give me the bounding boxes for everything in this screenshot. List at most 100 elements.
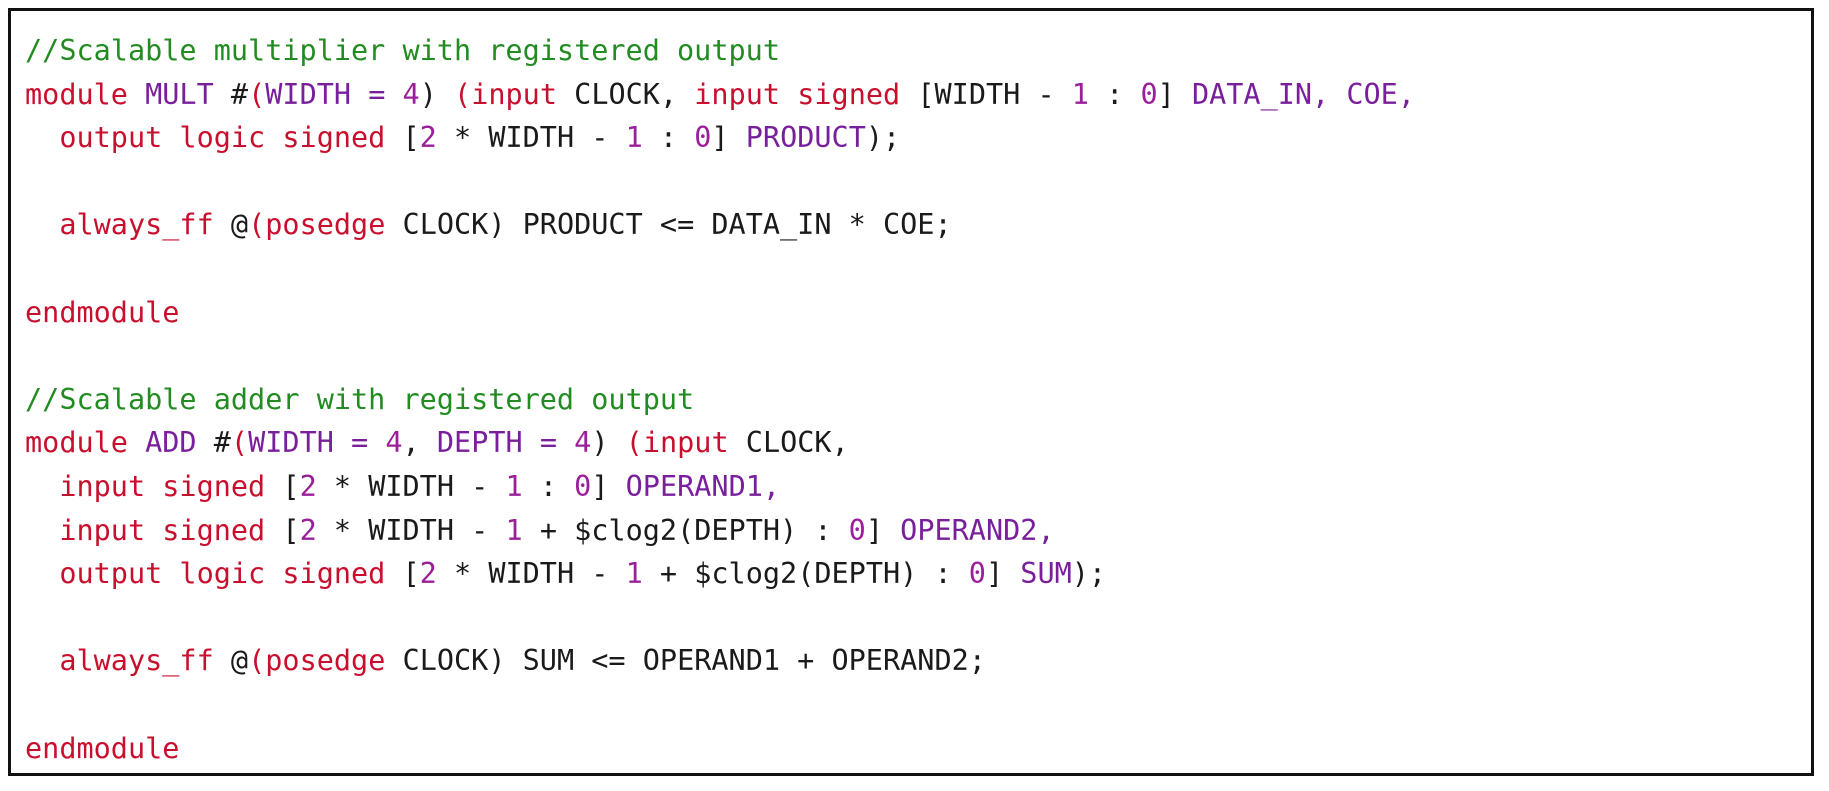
code-token-text: WIDTH - xyxy=(934,77,1072,111)
code-line xyxy=(25,334,1801,378)
code-token-text: @ xyxy=(230,644,249,678)
code-token-text: ] xyxy=(591,469,626,503)
code-token-ident: SUM xyxy=(1020,557,1072,591)
code-token-number: 1 xyxy=(625,121,643,155)
code-token-ident: DEPTH = xyxy=(436,426,575,460)
code-line: always_ff @(posedge CLOCK) SUM <= OPERAN… xyxy=(25,639,1801,683)
code-token-number: 2 xyxy=(419,121,437,155)
code-token-text: [ xyxy=(282,469,300,503)
code-token-number: 2 xyxy=(299,469,317,503)
code-line: always_ff @(posedge CLOCK) PRODUCT <= DA… xyxy=(25,203,1801,247)
code-line: input signed [2 * WIDTH - 1 : 0] OPERAND… xyxy=(25,465,1801,509)
code-token-number: 1 xyxy=(1071,77,1089,111)
code-token-paren: ( xyxy=(454,77,472,111)
code-token-number: 1 xyxy=(505,513,523,547)
code-token-number: 2 xyxy=(419,557,437,591)
code-token-text: * WIDTH - xyxy=(436,121,626,155)
code-line: output logic signed [2 * WIDTH - 1 : 0] … xyxy=(25,116,1801,160)
code-token-comment: //Scalable adder with registered output xyxy=(25,382,695,416)
code-token-keyword: output logic signed xyxy=(25,121,403,155)
code-token-text: * WIDTH - xyxy=(316,513,506,547)
code-token-paren: ( xyxy=(248,644,266,678)
code-token-number: 4 xyxy=(574,426,592,460)
code-token-ident: MULT xyxy=(145,77,231,111)
code-token-keyword: posedge xyxy=(265,208,403,242)
code-token-number: 0 xyxy=(968,557,986,591)
code-line: endmodule xyxy=(25,291,1801,335)
code-token-text: [ xyxy=(402,121,420,155)
code-token-number: 1 xyxy=(505,469,523,503)
code-token-keyword: input xyxy=(642,426,746,460)
code-token-text: CLOCK, xyxy=(745,426,849,460)
code-line xyxy=(25,596,1801,640)
code-token-keyword: input signed xyxy=(25,469,283,503)
code-token-keyword: posedge xyxy=(265,644,403,678)
code-line: module ADD #(WIDTH = 4, DEPTH = 4) (inpu… xyxy=(25,421,1801,465)
code-token-ident: WIDTH = xyxy=(265,77,403,111)
code-token-text: ] xyxy=(865,513,901,547)
code-token-number: 0 xyxy=(1140,77,1158,111)
code-token-text: CLOCK) SUM <= OPERAND1 + OPERAND2; xyxy=(402,644,986,678)
code-token-ident: WIDTH = xyxy=(248,426,386,460)
code-token-keyword: input signed xyxy=(25,513,283,547)
code-token-ident: PRODUCT xyxy=(745,121,866,155)
code-token-text: ] xyxy=(985,557,1021,591)
code-token-text: [ xyxy=(282,513,300,547)
code-token-ident: OPERAND2, xyxy=(900,513,1055,547)
code-token-text: ] xyxy=(711,121,746,155)
code-token-text: ); xyxy=(865,121,901,155)
code-token-text: # xyxy=(213,426,231,460)
code-token-text: : xyxy=(1088,77,1141,111)
code-line: endmodule xyxy=(25,727,1801,771)
code-line xyxy=(25,160,1801,204)
code-token-text: * WIDTH - xyxy=(436,557,626,591)
code-line: output logic signed [2 * WIDTH - 1 + $cl… xyxy=(25,552,1801,596)
code-token-ident: ADD xyxy=(145,426,214,460)
code-line: module MULT #(WIDTH = 4) (input CLOCK, i… xyxy=(25,73,1801,117)
code-token-text: [ xyxy=(917,77,935,111)
code-token-keyword: endmodule xyxy=(25,731,180,765)
code-token-text: ) xyxy=(419,77,455,111)
code-token-comment: //Scalable multiplier with registered ou… xyxy=(25,34,780,67)
code-token-paren: ( xyxy=(625,426,643,460)
code-token-text: * WIDTH - xyxy=(316,469,506,503)
code-token-text: : xyxy=(522,469,575,503)
code-token-keyword: always_ff xyxy=(25,208,231,242)
code-listing: //Scalable multiplier with registered ou… xyxy=(25,29,1801,770)
code-token-number: 4 xyxy=(402,77,420,111)
code-token-number: 2 xyxy=(299,513,317,547)
code-token-keyword: endmodule xyxy=(25,295,180,329)
code-token-text: + $clog2(DEPTH) : xyxy=(642,557,969,591)
code-token-number: 1 xyxy=(625,557,643,591)
code-token-keyword: module xyxy=(25,426,146,460)
code-line: input signed [2 * WIDTH - 1 + $clog2(DEP… xyxy=(25,509,1801,553)
code-token-keyword: input signed xyxy=(694,77,918,111)
code-token-number: 4 xyxy=(385,426,403,460)
code-token-text: ] xyxy=(1157,77,1192,111)
code-listing-frame: //Scalable multiplier with registered ou… xyxy=(8,8,1814,776)
code-token-keyword: output logic signed xyxy=(25,557,403,591)
code-token-number: 0 xyxy=(574,469,592,503)
code-token-ident: OPERAND1, xyxy=(625,469,781,503)
code-token-number: 0 xyxy=(694,121,712,155)
code-line: //Scalable multiplier with registered ou… xyxy=(25,29,1801,73)
code-token-paren: ( xyxy=(248,77,266,111)
code-token-text: ) xyxy=(591,426,626,460)
code-token-number: 0 xyxy=(848,513,866,547)
code-token-ident: DATA_IN, COE, xyxy=(1191,77,1415,111)
code-token-text: @ xyxy=(230,208,249,242)
code-token-keyword: input xyxy=(471,77,575,111)
code-token-paren: ( xyxy=(230,426,249,460)
code-token-keyword: module xyxy=(25,77,146,111)
code-token-paren: ( xyxy=(248,208,266,242)
code-line xyxy=(25,683,1801,727)
code-token-text: CLOCK) PRODUCT <= DATA_IN * COE; xyxy=(402,208,952,242)
code-line: //Scalable adder with registered output xyxy=(25,378,1801,422)
code-token-text: : xyxy=(642,121,695,155)
code-token-text: # xyxy=(230,77,249,111)
code-token-keyword: always_ff xyxy=(25,644,231,678)
code-token-text: ); xyxy=(1071,557,1107,591)
code-token-text: CLOCK, xyxy=(574,77,695,111)
code-line xyxy=(25,247,1801,291)
code-token-text: [ xyxy=(402,557,420,591)
